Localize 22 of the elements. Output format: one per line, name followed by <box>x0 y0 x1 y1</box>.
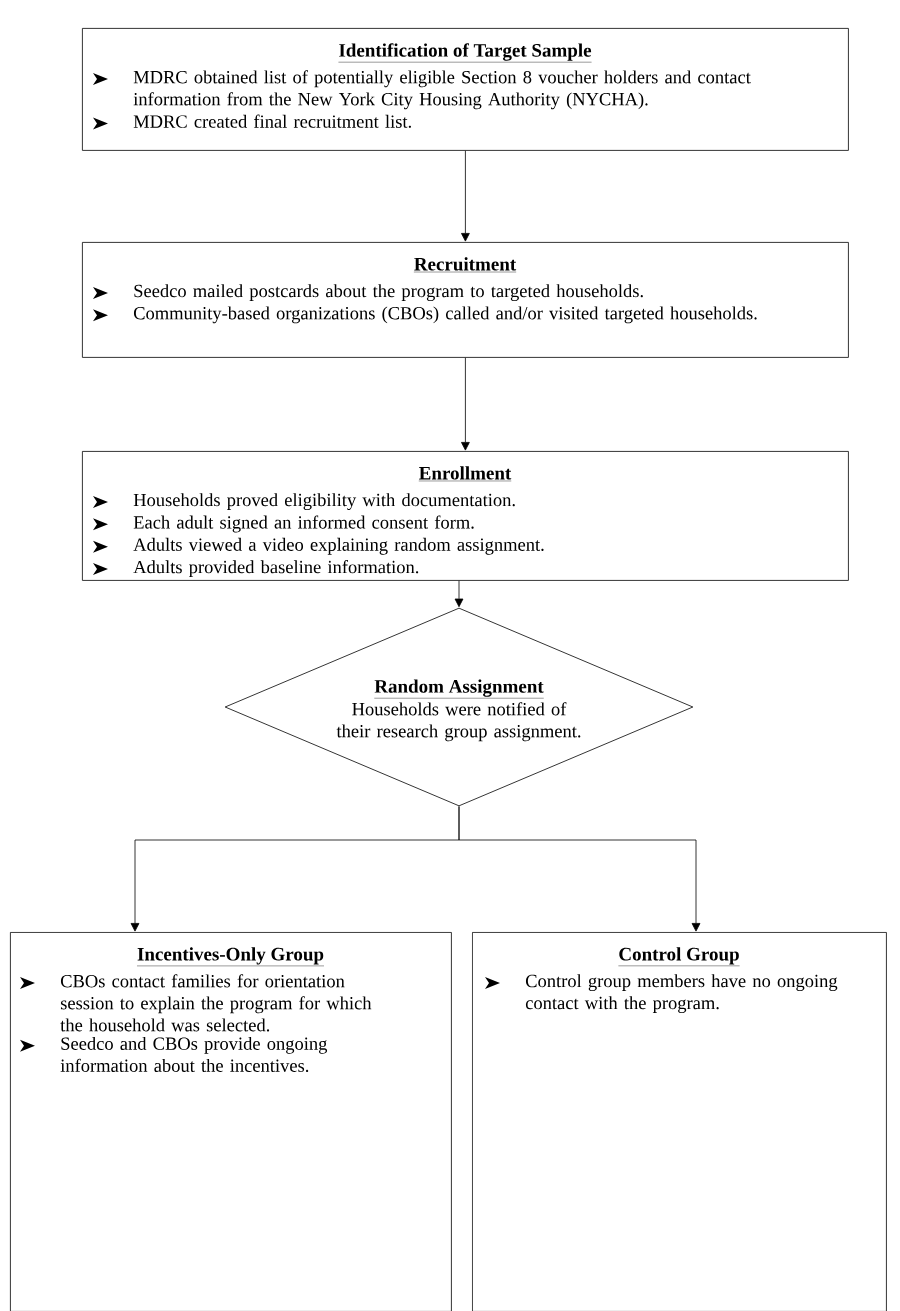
bullet-text: Community-based organizations (CBOs) called and/or visited targeted households. <box>133 306 757 324</box>
bullet-text: Adults viewed a video explaining random assignment. <box>133 537 544 555</box>
bullet-text: Each adult signed an informed consent form. <box>133 515 474 533</box>
bullet-text: Control group members have no ongoing contact with the program. <box>525 974 838 1014</box>
heading: Identification of Target Sample <box>338 43 592 63</box>
bullet-text: MDRC created final recruitment list. <box>133 114 411 128</box>
bullet-text: Seedco mailed postcards about the program to targeted households. <box>134 284 643 302</box>
heading: Control Group <box>618 947 740 967</box>
arrow <box>458 806 701 932</box>
heading: Incentives-Only Group <box>136 947 325 967</box>
arrow <box>454 580 464 608</box>
heading: Enrollment <box>418 466 512 482</box>
heading: Random Assignment <box>374 679 544 699</box>
arrow <box>461 150 470 242</box>
heading: Recruitment <box>413 257 517 273</box>
arrow <box>461 357 470 451</box>
body-text: Households were notified of their research group assignment. <box>336 702 581 742</box>
bullet-text: Households proved eligibility with documentation. <box>133 493 515 511</box>
bullet-text: MDRC obtained list of potentially eligible Section 8 voucher holders and contact information from the New York City Housing Authority (NYCHA). <box>133 70 751 110</box>
bullet-text: Adults provided baseline information. <box>133 560 419 578</box>
bullet-text: CBOs contact families for orientation session to explain the program for which the household was selected. <box>60 974 372 1032</box>
bullet-text: Seedco and CBOs provide ongoing information about the incentives. <box>60 1036 328 1072</box>
